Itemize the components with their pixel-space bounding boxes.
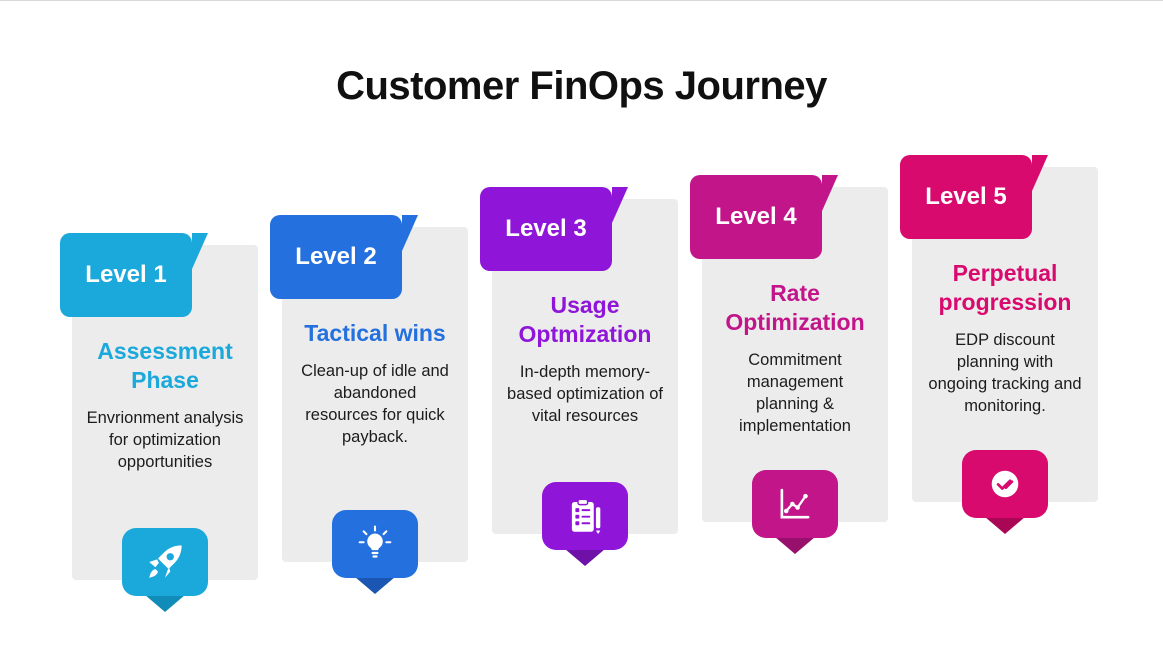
level-3-card: Level 3 Usage Optmization In-depth memor… — [480, 187, 678, 566]
level-badge-label: Level 1 — [85, 261, 167, 288]
icon-ribbon — [752, 470, 838, 554]
level-1-badge: Level 1 — [60, 233, 208, 317]
double-check-icon — [962, 450, 1048, 518]
level-badge-label: Level 4 — [715, 203, 797, 230]
page-title: Customer FinOps Journey — [336, 64, 827, 108]
idea-icon — [332, 510, 418, 578]
card-body: EDP discount planning with ongoing track… — [928, 330, 1082, 415]
level-3-badge: Level 3 — [480, 187, 628, 271]
card-title: Perpetual progression — [938, 260, 1072, 315]
level-badge-label: Level 5 — [925, 183, 1007, 210]
icon-ribbon — [542, 482, 628, 566]
checklist-icon — [542, 482, 628, 550]
icon-ribbon — [332, 510, 418, 594]
card-body: Commitment management planning & impleme… — [739, 350, 851, 435]
top-divider — [0, 0, 1163, 1]
level-badge-label: Level 2 — [295, 243, 377, 270]
card-title: Assessment Phase — [97, 338, 233, 393]
card-body: Envrionment analysis for optimization op… — [86, 408, 244, 471]
level-1-card: Level 1 Assessment Phase Envrionment ana… — [60, 233, 258, 612]
level-2-badge: Level 2 — [270, 215, 418, 299]
line-chart-icon — [752, 470, 838, 538]
level-2-card: Level 2 Tactical wins Clean-up of idle a… — [270, 215, 468, 594]
card-body: Clean-up of idle and abandoned resources… — [301, 361, 449, 447]
card-title: Rate Optimization — [725, 280, 865, 335]
icon-ribbon — [962, 450, 1048, 534]
icon-ribbon — [122, 528, 208, 612]
level-4-badge: Level 4 — [690, 175, 838, 259]
card-title: Usage Optmization — [518, 292, 652, 347]
level-4-card: Level 4 Rate Optimization Commitment man… — [690, 175, 888, 554]
level-5-card: Level 5 Perpetual progression EDP discou… — [900, 155, 1098, 534]
level-5-badge: Level 5 — [900, 155, 1048, 239]
card-body: In-depth memory-based optimization of vi… — [507, 362, 663, 425]
rocket-icon — [122, 528, 208, 596]
card-title: Tactical wins — [304, 320, 446, 346]
level-badge-label: Level 3 — [505, 215, 587, 242]
